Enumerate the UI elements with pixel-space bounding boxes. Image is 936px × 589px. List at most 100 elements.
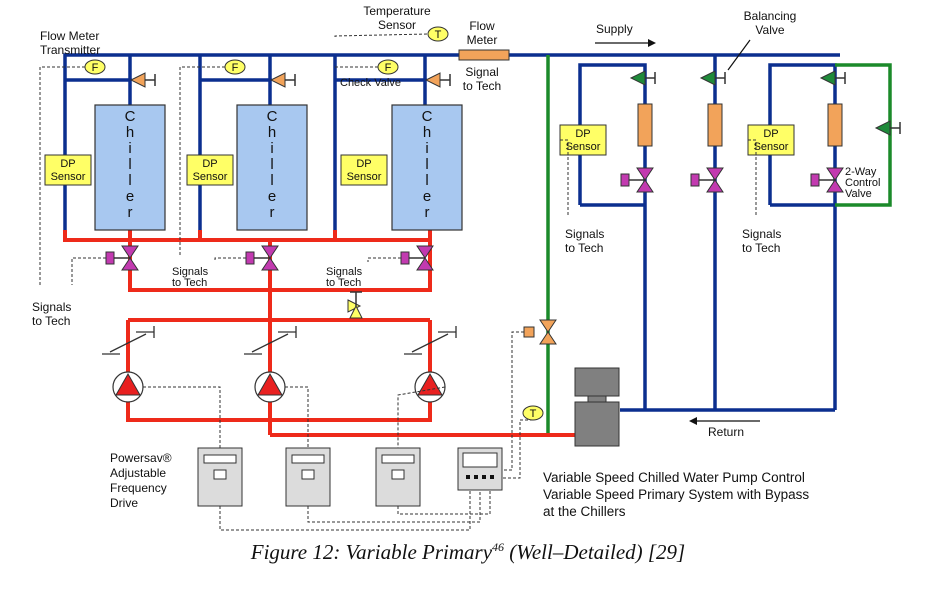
starter-2: [244, 326, 297, 355]
label-signal-to-tech-line-0: Signal: [465, 65, 498, 79]
vfd-3: [375, 447, 421, 507]
label-signals-to-tech-5-line-1: to Tech: [742, 241, 780, 255]
starter-2-switch: [251, 333, 289, 353]
figure-caption: Figure 12: Variable Primary46 (Well–Deta…: [0, 540, 936, 565]
balancing-valve-1: [629, 70, 656, 86]
chiller-3-isolation-valve-top: [416, 245, 434, 259]
flow-meter-3-letter: F: [385, 62, 392, 74]
check-valve-1-body: [129, 72, 146, 88]
chiller-1-isolation-valve: [105, 245, 139, 271]
controller-key-3: [490, 475, 494, 479]
chiller-2-isolation-valve: [245, 245, 279, 271]
label-signal-to-tech-line-1: to Tech: [463, 79, 501, 93]
signal-wire-pump-1: [143, 386, 221, 448]
label-signals-to-tech-2-line-1: to Tech: [172, 277, 207, 289]
controller: [457, 447, 503, 491]
label-signals-to-tech-3-line-1: to Tech: [326, 277, 361, 289]
dp-sensor-1-label-sensor: Sensor: [51, 171, 86, 183]
balancing-valve-3: [819, 70, 846, 86]
bypass-valve-bottom: [539, 331, 557, 345]
chiller-1-letter-0: C: [125, 108, 136, 125]
chiller-2-isolation-valve-actuator: [245, 251, 255, 265]
pump-3-impeller: [417, 372, 443, 396]
chiller-1-isolation-valve-actuator: [105, 251, 115, 265]
chiller-3-letter-5: e: [423, 188, 431, 205]
chilled-water-schematic: ChillerChillerChillerDPSensorDPSensorDPS…: [32, 4, 901, 531]
chiller-3-letter-6: r: [425, 204, 430, 221]
bypass-balancing-valve-body: [874, 120, 891, 136]
dp-sensor-2-label-dp: DP: [202, 158, 217, 170]
dp-sensor-5-label-dp: DP: [763, 128, 778, 140]
label-system-description-line-0: Variable Speed Chilled Water Pump Contro…: [543, 470, 805, 485]
dp-sensor-3-box: [340, 154, 388, 186]
supply-arrow-head: [648, 39, 656, 47]
signal-wire-valve-1: [71, 257, 106, 285]
balancing-valve-3-body: [819, 70, 836, 86]
chiller-1-isolation-valve-bottom: [121, 257, 139, 271]
signal-wire-flow-2: [179, 66, 225, 255]
label-check-valve: Check Valve: [340, 77, 401, 89]
dp-sensor-3-label-sensor: Sensor: [347, 171, 382, 183]
signal-wire-valve-2: [214, 257, 246, 262]
label-flow-meter-transmitter-line-1: Transmitter: [40, 43, 100, 57]
bypass-valve-top: [539, 319, 557, 333]
expansion-tank: [574, 367, 620, 397]
load-2-control-valve-bottom: [706, 179, 724, 193]
label-return: Return: [708, 425, 744, 439]
chiller-return-header: [63, 230, 432, 242]
balancing-valve-2: [699, 70, 726, 86]
balancing-valve-2-body: [699, 70, 716, 86]
coil-3: [827, 103, 843, 147]
chiller-1-letter-2: i: [128, 140, 131, 157]
controller-key-0: [466, 475, 470, 479]
signal-wire-dp-4: [560, 139, 569, 215]
label-temperature-sensor-line-0: Temperature: [363, 4, 431, 18]
dp-sensor-5-label-sensor: Sensor: [754, 141, 789, 153]
signal-wire-temp: [334, 33, 429, 37]
label-signals-to-tech-2-line-0: Signals: [172, 266, 209, 278]
expansion-tank-neck: [587, 395, 607, 403]
balancing-valve-pointer: [727, 39, 751, 71]
pump-2: [254, 371, 286, 403]
flow-meter-2-letter: F: [232, 62, 239, 74]
chiller-1-body: [94, 104, 166, 231]
label-balancing-valve-line-1: Valve: [755, 23, 784, 37]
bypass-valve: [523, 319, 557, 345]
dp-sensor-2-box: [186, 154, 234, 186]
pump-3: [414, 371, 446, 403]
label-two-way-control-valve-line-0: 2-Way: [845, 166, 877, 178]
label-flow-meter-transmitter-line-0: Flow Meter: [40, 29, 99, 43]
starter-3-switch: [411, 333, 449, 353]
signal-wire-vfd-2: [307, 490, 481, 523]
chiller-3-letter-1: h: [423, 124, 431, 141]
label-two-way-control-valve-line-1: Control: [845, 177, 880, 189]
label-signals-to-tech-5-line-0: Signals: [742, 227, 781, 241]
balancing-valve-1-body: [629, 70, 646, 86]
signal-wire-valve-3: [367, 257, 401, 262]
load-3-control-valve: [810, 167, 844, 193]
chiller-2-letter-0: C: [267, 108, 278, 125]
chiller-3-letter-0: C: [422, 108, 433, 125]
relief-valve-bottom: [349, 304, 363, 319]
load-3-control-valve-top: [826, 167, 844, 181]
signal-wire-vfd-3: [397, 490, 491, 515]
label-vfd-line-1: Adjustable: [110, 466, 166, 480]
load-1-control-valve-actuator: [620, 173, 630, 187]
coil-2: [707, 103, 723, 147]
load-2-control-valve-top: [706, 167, 724, 181]
label-signals-to-tech-1-line-1: to Tech: [32, 314, 70, 328]
load-3-control-valve-bottom: [826, 179, 844, 193]
caption-superscript: 46: [492, 540, 505, 554]
dp-sensor-4-label-dp: DP: [575, 128, 590, 140]
temperature-sensor-supply-letter: T: [435, 29, 442, 41]
chiller-1-supply-riser: [65, 78, 132, 105]
label-flow-meter-line-1: Meter: [467, 33, 498, 47]
chiller-1-letter-1: h: [126, 124, 134, 141]
label-system-description-line-1: Variable Speed Primary System with Bypas…: [543, 487, 809, 502]
chiller-1-letter-6: r: [128, 204, 133, 221]
pump-1-impeller: [115, 372, 141, 396]
coil-1: [637, 103, 653, 147]
vfd-2-display: [291, 454, 325, 464]
chiller-2-supply-riser: [200, 78, 272, 105]
